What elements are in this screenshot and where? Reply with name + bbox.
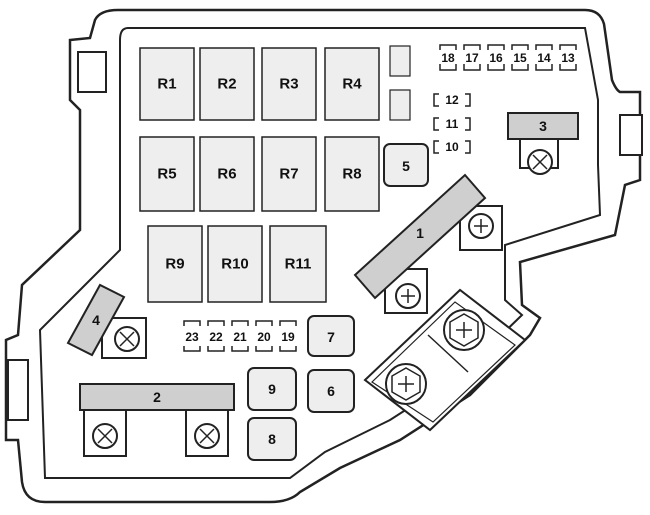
relay-r3: R3 [261,47,317,121]
svg-text:1: 1 [416,225,424,241]
relay-r10: R10 [207,225,263,303]
large-fuse-2: 2 [79,383,235,457]
mini-fuse-row-top: 18 17 16 15 14 13 [439,44,577,71]
mini-fuse: 16 [487,44,505,71]
svg-text:R7: R7 [279,166,298,183]
mini-fuse: 22 [207,320,225,352]
svg-text:R10: R10 [221,256,249,273]
fuse-9: 9 [247,367,297,411]
mini-fuse: 13 [559,44,577,71]
svg-text:3: 3 [539,118,547,134]
mini-fuse: 12 [433,93,471,107]
fuse-7: 7 [307,315,355,357]
mini-fuse: 18 [439,44,457,71]
large-fuse-3: 3 [507,112,579,175]
mini-fuse: 21 [231,320,249,352]
svg-text:13: 13 [561,51,575,65]
mini-fuse-column-side: 12 11 10 [433,93,471,154]
terminal-post [385,363,427,405]
fuse-6: 6 [307,369,355,413]
svg-text:9: 9 [268,381,276,397]
relay-r8: R8 [324,136,380,212]
svg-text:22: 22 [209,330,223,344]
svg-text:6: 6 [327,383,335,399]
relay-r6: R6 [199,136,255,212]
mini-fuse: 17 [463,44,481,71]
svg-text:R8: R8 [342,166,361,183]
mini-fuse: 10 [433,140,471,154]
svg-text:5: 5 [402,158,410,174]
svg-text:17: 17 [465,51,479,65]
svg-text:2: 2 [153,389,161,405]
svg-text:R2: R2 [217,76,236,93]
relay-r9: R9 [147,225,203,303]
mini-fuse: 19 [279,320,297,352]
relay-r1: R1 [139,47,195,121]
svg-text:7: 7 [327,329,335,345]
empty-slot [389,45,411,77]
mini-fuse: 15 [511,44,529,71]
svg-text:R3: R3 [279,76,298,93]
relay-r4: R4 [324,47,380,121]
terminal-post [443,309,485,351]
large-fuse-4: 4 [66,283,147,359]
svg-text:R1: R1 [157,76,176,93]
svg-text:R6: R6 [217,166,236,183]
svg-text:4: 4 [92,312,100,328]
fuse-5: 5 [383,143,429,187]
svg-text:10: 10 [445,140,459,154]
relay-r11: R11 [269,225,327,303]
mini-fuse: 14 [535,44,553,71]
mini-fuse: 23 [183,320,201,352]
svg-text:20: 20 [257,330,271,344]
svg-text:R5: R5 [157,166,176,183]
svg-text:21: 21 [233,330,247,344]
svg-text:18: 18 [441,51,455,65]
fuse-box-inner-outline [38,27,602,479]
svg-text:12: 12 [445,93,459,107]
relay-r5: R5 [139,136,195,212]
housing-tab [7,359,29,421]
svg-text:16: 16 [489,51,503,65]
mini-fuse: 20 [255,320,273,352]
empty-slot [389,89,411,121]
svg-text:14: 14 [537,51,551,65]
mini-fuse-row-bottom: 23 22 21 20 19 [183,320,297,352]
svg-text:15: 15 [513,51,527,65]
relay-r7: R7 [261,136,317,212]
svg-text:19: 19 [281,330,295,344]
housing-tab [77,51,107,93]
relay-r2: R2 [199,47,255,121]
terminal-block [363,288,527,432]
large-fuse-1: 1 [353,173,503,314]
svg-text:R11: R11 [285,256,312,273]
svg-text:R9: R9 [165,256,184,273]
svg-text:8: 8 [268,431,276,447]
svg-text:R4: R4 [342,76,362,93]
svg-text:23: 23 [185,330,199,344]
fuse-8: 8 [247,417,297,461]
housing-tab [619,114,643,156]
svg-text:11: 11 [446,117,459,131]
mini-fuse: 11 [433,117,471,131]
